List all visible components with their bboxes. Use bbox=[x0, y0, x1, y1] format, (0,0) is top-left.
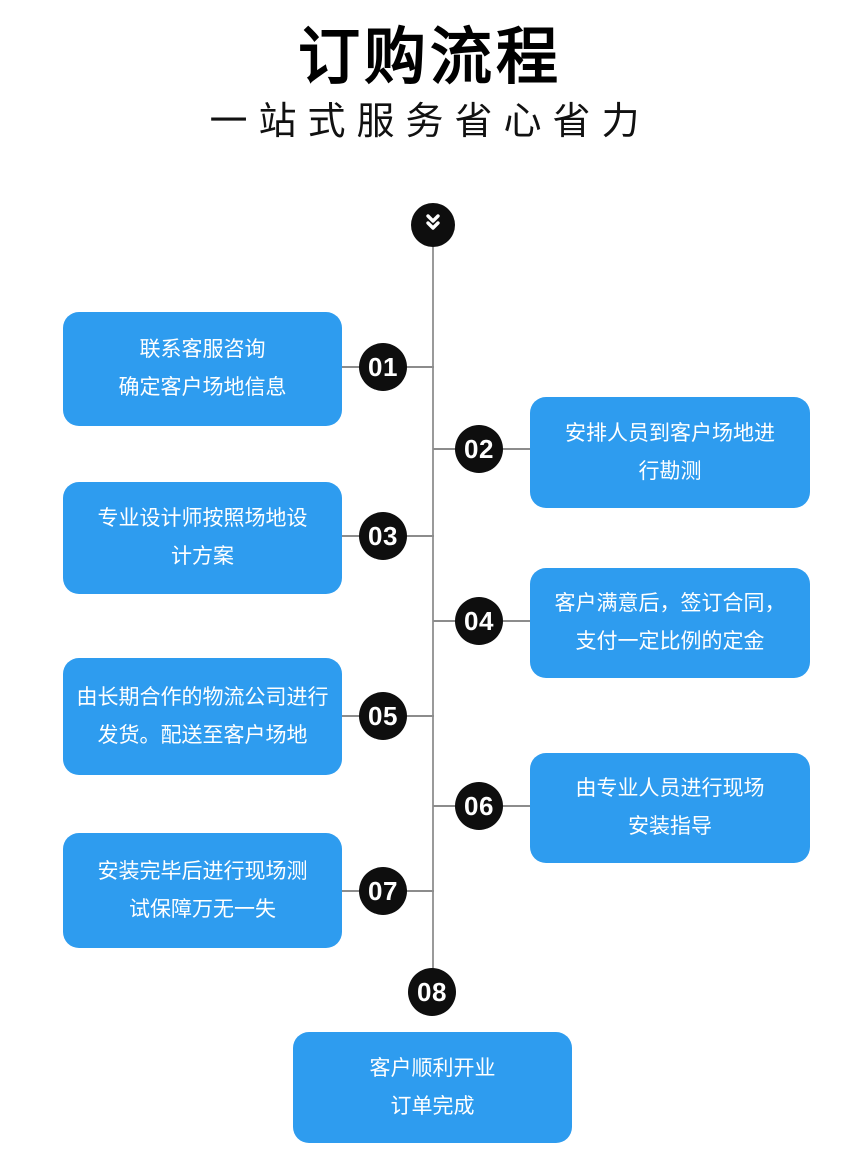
step-05-card: 由长期合作的物流公司进行 发货。配送至客户场地 bbox=[63, 658, 342, 775]
step-card-line: 安装指导 bbox=[628, 815, 712, 838]
step-number: 05 bbox=[368, 700, 398, 731]
step-card-line: 支付一定比例的定金 bbox=[575, 630, 765, 653]
step-card-line: 客户顺利开业 bbox=[369, 1056, 496, 1080]
step-card-line: 客户满意后，签订合同， bbox=[554, 592, 786, 615]
step-card-line: 行勘测 bbox=[638, 459, 702, 483]
step-card-line: 试保障万无一失 bbox=[129, 897, 276, 921]
step-02-number-badge: 02 bbox=[455, 425, 503, 473]
step-card-line: 由专业人员进行现场 bbox=[575, 777, 765, 800]
step-05-number-badge: 05 bbox=[359, 692, 407, 740]
step-04-number-badge: 04 bbox=[455, 597, 503, 645]
step-07-card: 安装完毕后进行现场测 试保障万无一失 bbox=[63, 833, 342, 948]
step-01-number-badge: 01 bbox=[359, 343, 407, 391]
step-number: 08 bbox=[417, 976, 447, 1007]
step-08-number-badge: 08 bbox=[408, 968, 456, 1016]
step-number: 01 bbox=[368, 351, 398, 382]
step-card-line: 专业设计师按照场地设 bbox=[97, 507, 308, 530]
step-number: 02 bbox=[464, 433, 494, 464]
step-01-card: 联系客服咨询 确定客户场地信息 bbox=[63, 312, 342, 426]
step-04-card: 客户满意后，签订合同， 支付一定比例的定金 bbox=[530, 568, 810, 678]
step-03-card: 专业设计师按照场地设 计方案 bbox=[63, 482, 342, 594]
step-07-number-badge: 07 bbox=[359, 867, 407, 915]
step-card-line: 订单完成 bbox=[390, 1094, 475, 1118]
step-card-line: 联系客服咨询 bbox=[139, 338, 266, 361]
step-02-card: 安排人员到客户场地进 行勘测 bbox=[530, 397, 810, 508]
flow-start-badge bbox=[411, 203, 455, 247]
step-card-line: 由长期合作的物流公司进行 bbox=[76, 685, 329, 709]
step-card-line: 确定客户场地信息 bbox=[118, 376, 287, 399]
flow-spine-line bbox=[432, 247, 434, 992]
step-06-card: 由专业人员进行现场 安装指导 bbox=[530, 753, 810, 863]
step-number: 03 bbox=[368, 520, 398, 551]
double-chevron-down-icon bbox=[421, 211, 445, 240]
step-card-line: 安装完毕后进行现场测 bbox=[97, 859, 308, 883]
step-card-line: 发货。配送至客户场地 bbox=[97, 723, 308, 747]
step-08-card: 客户顺利开业 订单完成 bbox=[293, 1032, 572, 1143]
page-subtitle: 一站式服务省心省力 bbox=[209, 101, 651, 143]
step-number: 04 bbox=[464, 605, 494, 636]
page-title: 订购流程 bbox=[297, 23, 562, 92]
step-card-line: 计方案 bbox=[171, 545, 234, 568]
step-number: 06 bbox=[464, 790, 494, 821]
step-06-number-badge: 06 bbox=[455, 782, 503, 830]
step-card-line: 安排人员到客户场地进 bbox=[565, 421, 775, 445]
step-03-number-badge: 03 bbox=[359, 512, 407, 560]
step-number: 07 bbox=[368, 875, 398, 906]
